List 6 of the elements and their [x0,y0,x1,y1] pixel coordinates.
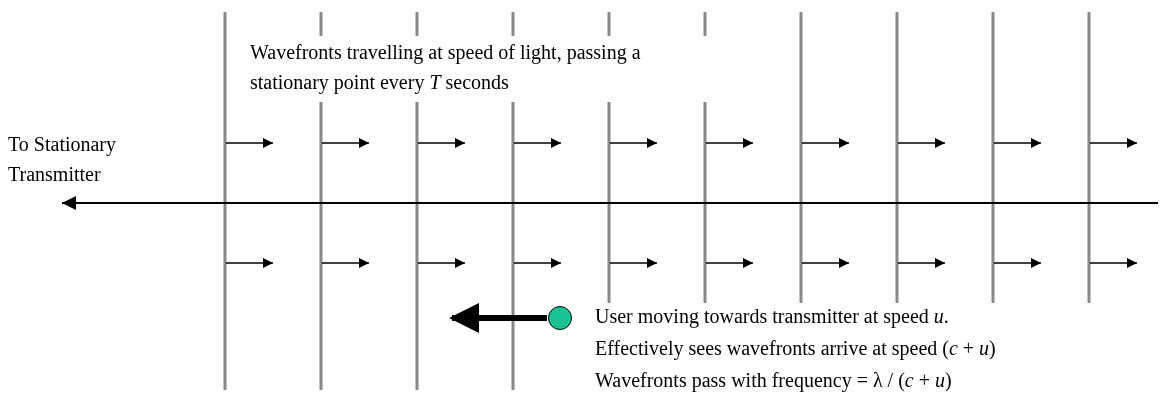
user-note: Wavefronts pass with frequency = λ / (c + u) [595,368,953,394]
user-dot [548,306,572,330]
user-note: User moving towards transmitter at speed u. [595,304,950,330]
note-text: To Stationary Transmitter [8,132,118,187]
note-text: Wavefronts travelling at speed of light, passing a stationary point every T seconds [250,40,642,96]
user-note: Effectively sees wavefronts arrive at speed (c + u) [595,336,997,362]
